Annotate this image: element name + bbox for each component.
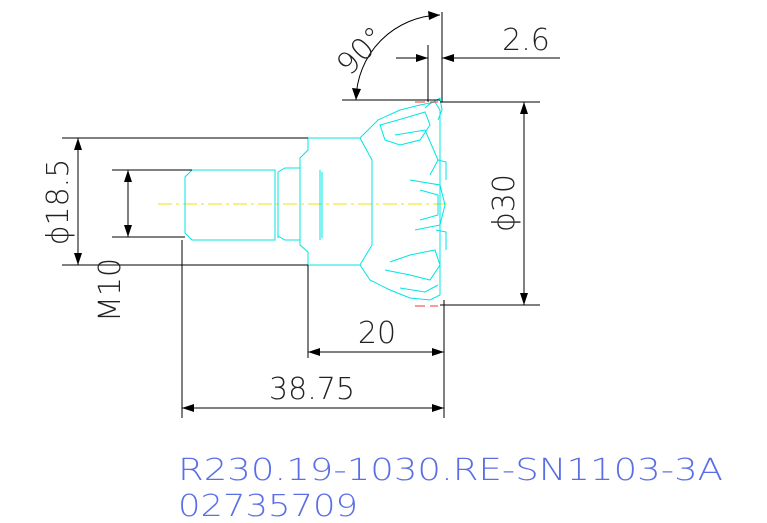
dimension-lines bbox=[62, 12, 560, 418]
diameter-shank-label: ϕ18.5 bbox=[41, 159, 76, 246]
red-markers bbox=[415, 101, 438, 307]
length-short-label: 20 bbox=[358, 316, 396, 351]
diameter-large-label: ϕ30 bbox=[487, 174, 522, 232]
angle-label: 90° bbox=[330, 20, 392, 82]
tool-outline bbox=[184, 97, 447, 301]
part-number: R230.19-1030.RE-SN1103-3A bbox=[178, 453, 723, 488]
thread-label: M10 bbox=[93, 258, 128, 322]
width-small-label: 2.6 bbox=[502, 23, 550, 58]
length-total-label: 38.75 bbox=[269, 372, 355, 407]
ordering-code: 02735709 bbox=[178, 489, 358, 523]
arrowheads bbox=[74, 11, 528, 412]
